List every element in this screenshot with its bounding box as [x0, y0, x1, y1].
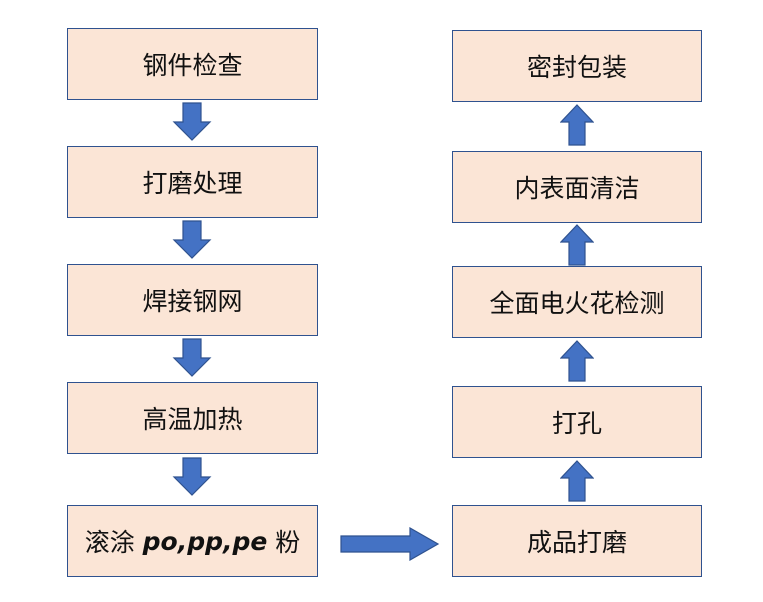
- step-label: 成品打磨: [526, 528, 627, 557]
- step-finished-product-grinding: 成品打磨: [452, 505, 702, 577]
- up-arrow-icon: [560, 460, 594, 502]
- up-arrow-icon: [560, 340, 594, 382]
- step-weld-steel-mesh: 焊接钢网: [67, 264, 318, 336]
- down-arrow-icon: [172, 220, 212, 260]
- step-spark-inspection: 全面电火花检测: [452, 266, 702, 338]
- step-label: 高温加热: [142, 405, 243, 434]
- down-arrow-icon: [172, 102, 212, 142]
- step-label: 钢件检查: [142, 51, 243, 80]
- step-label: 焊接钢网: [142, 287, 243, 316]
- down-arrow-icon: [172, 338, 212, 378]
- step-label: 密封包装: [526, 53, 627, 82]
- up-arrow-icon: [560, 224, 594, 266]
- step-label: 内表面清洁: [514, 174, 640, 203]
- step-drilling: 打孔: [452, 386, 702, 458]
- step-high-temp-heating: 高温加热: [67, 382, 318, 454]
- step-label: 全面电火花检测: [489, 289, 665, 318]
- step-label: 打孔: [551, 409, 602, 438]
- step-inner-surface-cleaning: 内表面清洁: [452, 151, 702, 223]
- step-steel-inspection: 钢件检查: [67, 28, 318, 100]
- step-label: 打磨处理: [142, 169, 243, 198]
- right-arrow-icon: [340, 527, 440, 561]
- down-arrow-icon: [172, 457, 212, 497]
- step-grinding-treatment: 打磨处理: [67, 146, 318, 218]
- step-seal-packaging: 密封包装: [452, 30, 702, 102]
- step-roll-coating: 滚涂 po,pp,pe 粉: [67, 505, 318, 577]
- step-label-materials: po,pp,pe: [142, 526, 268, 556]
- step-label-prefix: 滚涂: [84, 528, 143, 557]
- up-arrow-icon: [560, 104, 594, 146]
- step-label-suffix: 粉: [267, 528, 301, 557]
